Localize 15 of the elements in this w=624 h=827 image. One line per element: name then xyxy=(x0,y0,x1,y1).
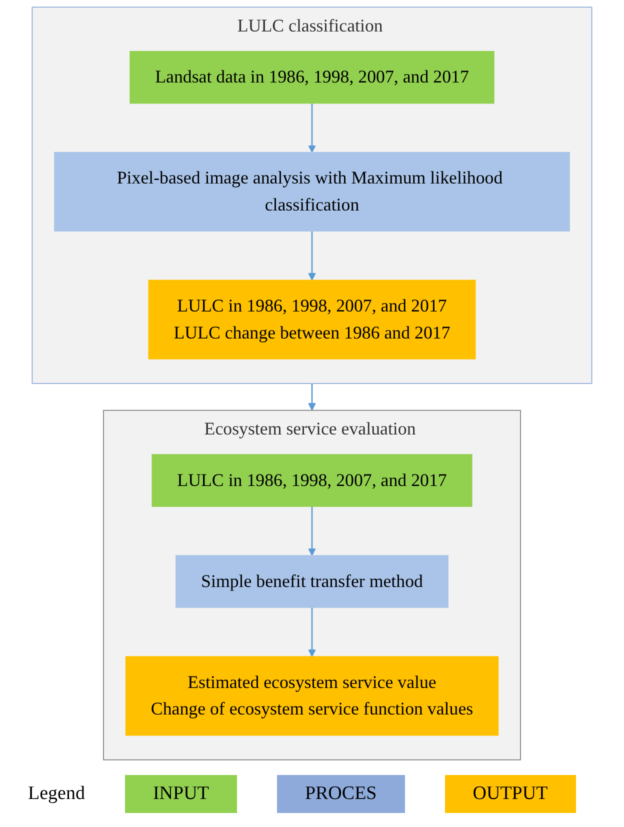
node-box: Landsat data in 1986, 1998, 2007, and 2017 xyxy=(130,50,494,104)
node-box: Pixel-based image analysis with Maximum likelihood classification xyxy=(54,152,570,232)
node-box: LULC in 1986, 1998, 2007, and 2017 LULC change between 1986 and 2017 xyxy=(148,280,476,360)
legend-heading: Legend xyxy=(28,783,85,805)
arrow xyxy=(308,231,316,281)
node-box: Estimated ecosystem service value Change of ecosystem service function values xyxy=(125,656,499,736)
legend-swatch: INPUT xyxy=(124,775,237,813)
node-box: Simple benefit transfer method xyxy=(176,555,448,608)
arrow xyxy=(308,607,316,657)
arrow xyxy=(308,506,316,556)
arrow xyxy=(308,384,316,411)
legend-swatch: PROCES xyxy=(276,775,405,813)
legend-swatch: OUTPUT xyxy=(444,775,576,813)
arrow xyxy=(308,103,316,153)
node-box: LULC in 1986, 1998, 2007, and 2017 xyxy=(152,454,472,507)
